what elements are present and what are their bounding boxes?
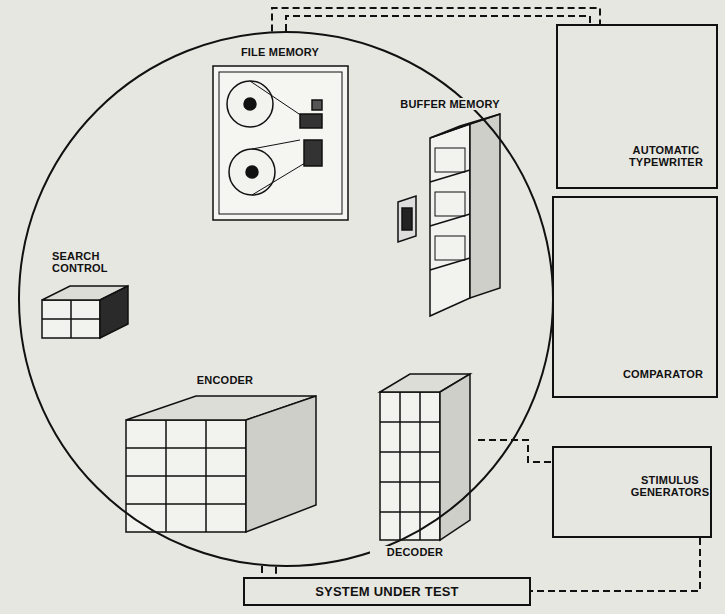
unit-label: SYSTEM UNDER TEST [245, 584, 529, 599]
encoder-unit: ENCODER [120, 368, 325, 536]
unit-label: COMPARATOR [614, 368, 712, 380]
dashed-connector [478, 440, 552, 462]
encoder-cabinet [126, 396, 316, 532]
control-unit: SEARCH CONTROL [36, 250, 136, 342]
equipment-box: COMPARATOR [552, 196, 718, 398]
tape-drive-illustration [213, 66, 348, 220]
unit-label: AUTOMATIC TYPEWRITER [618, 144, 714, 168]
equipment-box: AUTOMATIC TYPEWRITER [556, 24, 718, 189]
unit-label: BUFFER MEMORY [395, 98, 505, 110]
equipment-box: STIMULUS GENERATORS [552, 446, 712, 538]
system-box: SYSTEM UNDER TEST [243, 577, 531, 606]
dashed-connector [272, 8, 600, 31]
unit-label: DECODER [370, 546, 460, 558]
memory-unit: FILE MEMORY [205, 40, 355, 225]
unit-label: FILE MEMORY [205, 46, 355, 58]
unit-label: SEARCH CONTROL [50, 250, 120, 274]
system-circle: FILE MEMORY BUFFER MEMORY SEARCH CONTROL EN… [18, 31, 554, 567]
search-control-unit [42, 286, 128, 338]
dashed-connector [275, 567, 277, 577]
unit-label: ENCODER [170, 374, 280, 386]
dashed-connector [286, 16, 590, 31]
buffer-memory-cabinet [398, 114, 500, 316]
dashed-connector [261, 566, 263, 577]
dashed-connector [531, 538, 700, 591]
unit-label: STIMULUS GENERATORS [630, 474, 710, 498]
decoder-unit: DECODER [370, 366, 478, 566]
decoder-rack [380, 374, 470, 540]
memory-unit: BUFFER MEMORY [395, 98, 505, 320]
